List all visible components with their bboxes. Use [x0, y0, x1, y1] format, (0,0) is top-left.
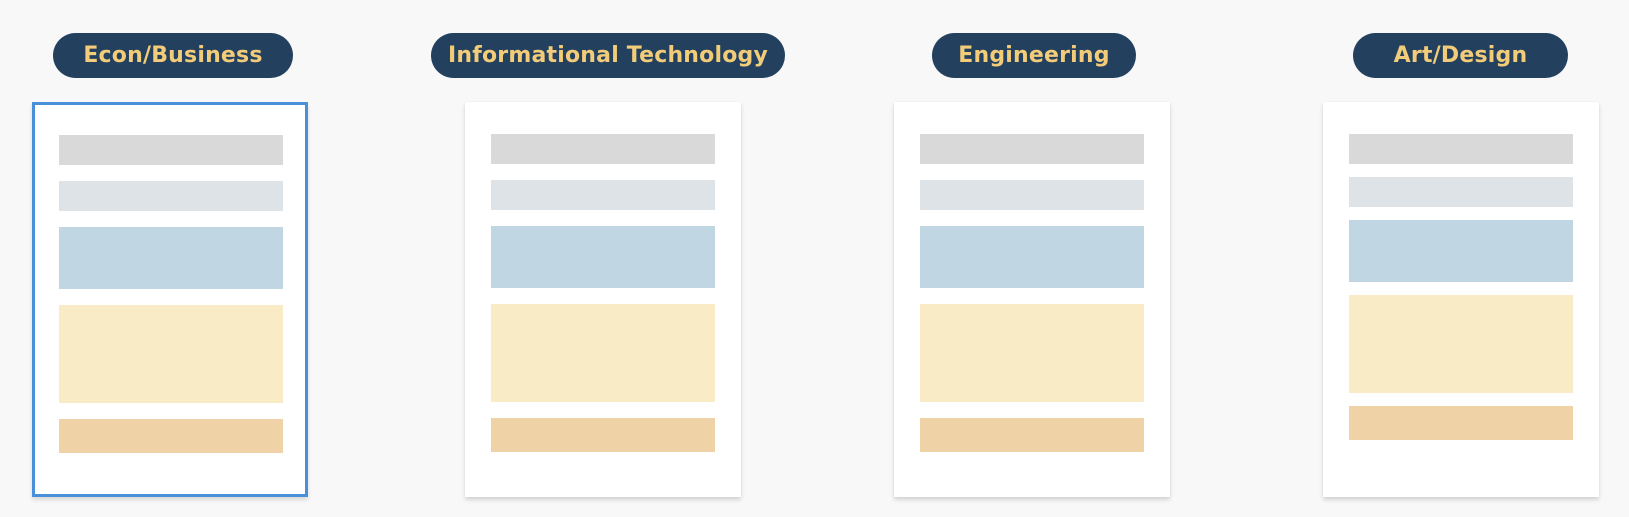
template-subheader-block: [1349, 177, 1573, 207]
template-body-block: [920, 304, 1144, 402]
category-pill-information-technology[interactable]: Informational Technology: [431, 33, 785, 78]
category-pill-art-design[interactable]: Art/Design: [1353, 33, 1568, 78]
template-info-block: [59, 227, 283, 289]
template-footer-block: [1349, 406, 1573, 440]
category-pill-econ-business[interactable]: Econ/Business: [53, 33, 293, 78]
template-header-block: [59, 135, 283, 165]
template-body-block: [1349, 295, 1573, 393]
template-footer-block: [920, 418, 1144, 452]
template-header-block: [1349, 134, 1573, 164]
template-subheader-block: [59, 181, 283, 211]
category-pill-engineering[interactable]: Engineering: [932, 33, 1136, 78]
template-body-block: [491, 304, 715, 402]
template-footer-block: [59, 419, 283, 453]
template-info-block: [920, 226, 1144, 288]
template-info-block: [1349, 220, 1573, 282]
template-subheader-block: [920, 180, 1144, 210]
template-card-engineering[interactable]: [894, 102, 1170, 497]
template-card-information-technology[interactable]: [465, 102, 741, 497]
template-info-block: [491, 226, 715, 288]
template-body-block: [59, 305, 283, 403]
template-header-block: [920, 134, 1144, 164]
template-header-block: [491, 134, 715, 164]
template-footer-block: [491, 418, 715, 452]
template-subheader-block: [491, 180, 715, 210]
template-card-art-design[interactable]: [1323, 102, 1599, 497]
template-card-econ-business[interactable]: [32, 102, 308, 497]
